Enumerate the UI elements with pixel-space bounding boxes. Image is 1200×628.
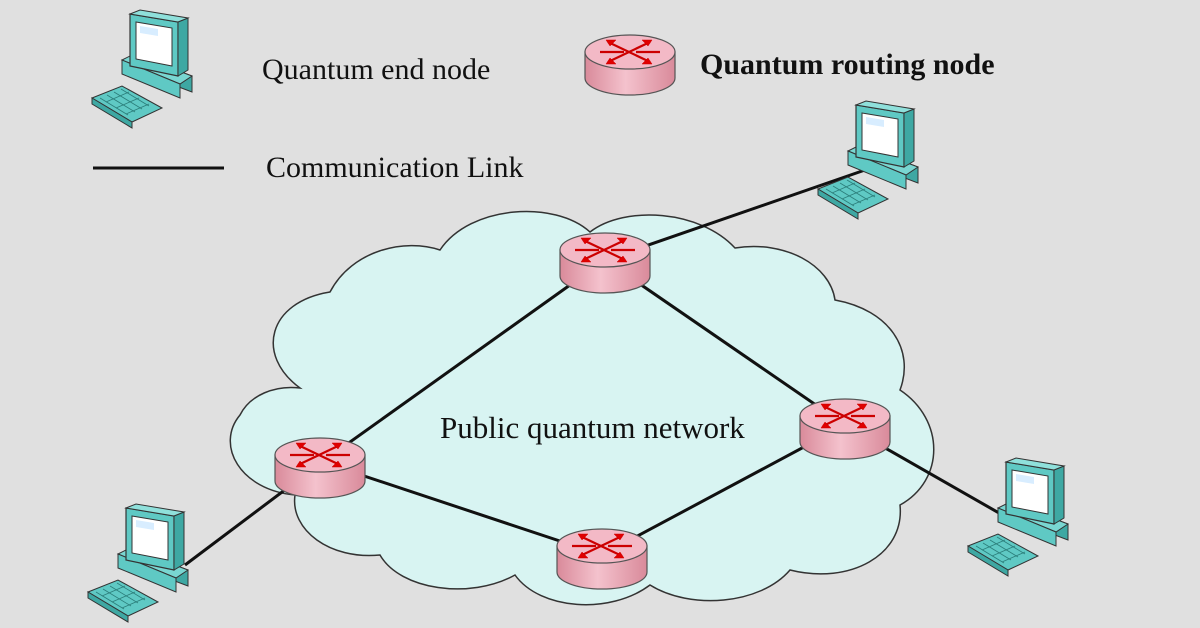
routing-node-bottom (555, 527, 649, 591)
link-top-router-to-right-router (604, 258, 846, 427)
legend-routing-node-icon (583, 33, 677, 97)
link-left-router-to-bottom-router (321, 460, 603, 557)
legend-link-label: Communication Link (266, 151, 524, 184)
end-node-bottom-right (967, 457, 1069, 577)
public-network-cloud (229, 210, 935, 606)
routing-node-top (558, 231, 652, 295)
link-top-router-to-left-router (321, 258, 606, 464)
legend-end-node-icon (91, 9, 193, 129)
end-node-top-right (817, 100, 919, 220)
cloud-label: Public quantum network (440, 410, 745, 445)
routing-node-left (273, 436, 367, 500)
legend-routing-node-label: Quantum routing node (700, 48, 995, 81)
legend-end-node-label: Quantum end node (262, 53, 491, 86)
routing-node-right (798, 397, 892, 461)
end-node-bottom-left (87, 503, 189, 623)
